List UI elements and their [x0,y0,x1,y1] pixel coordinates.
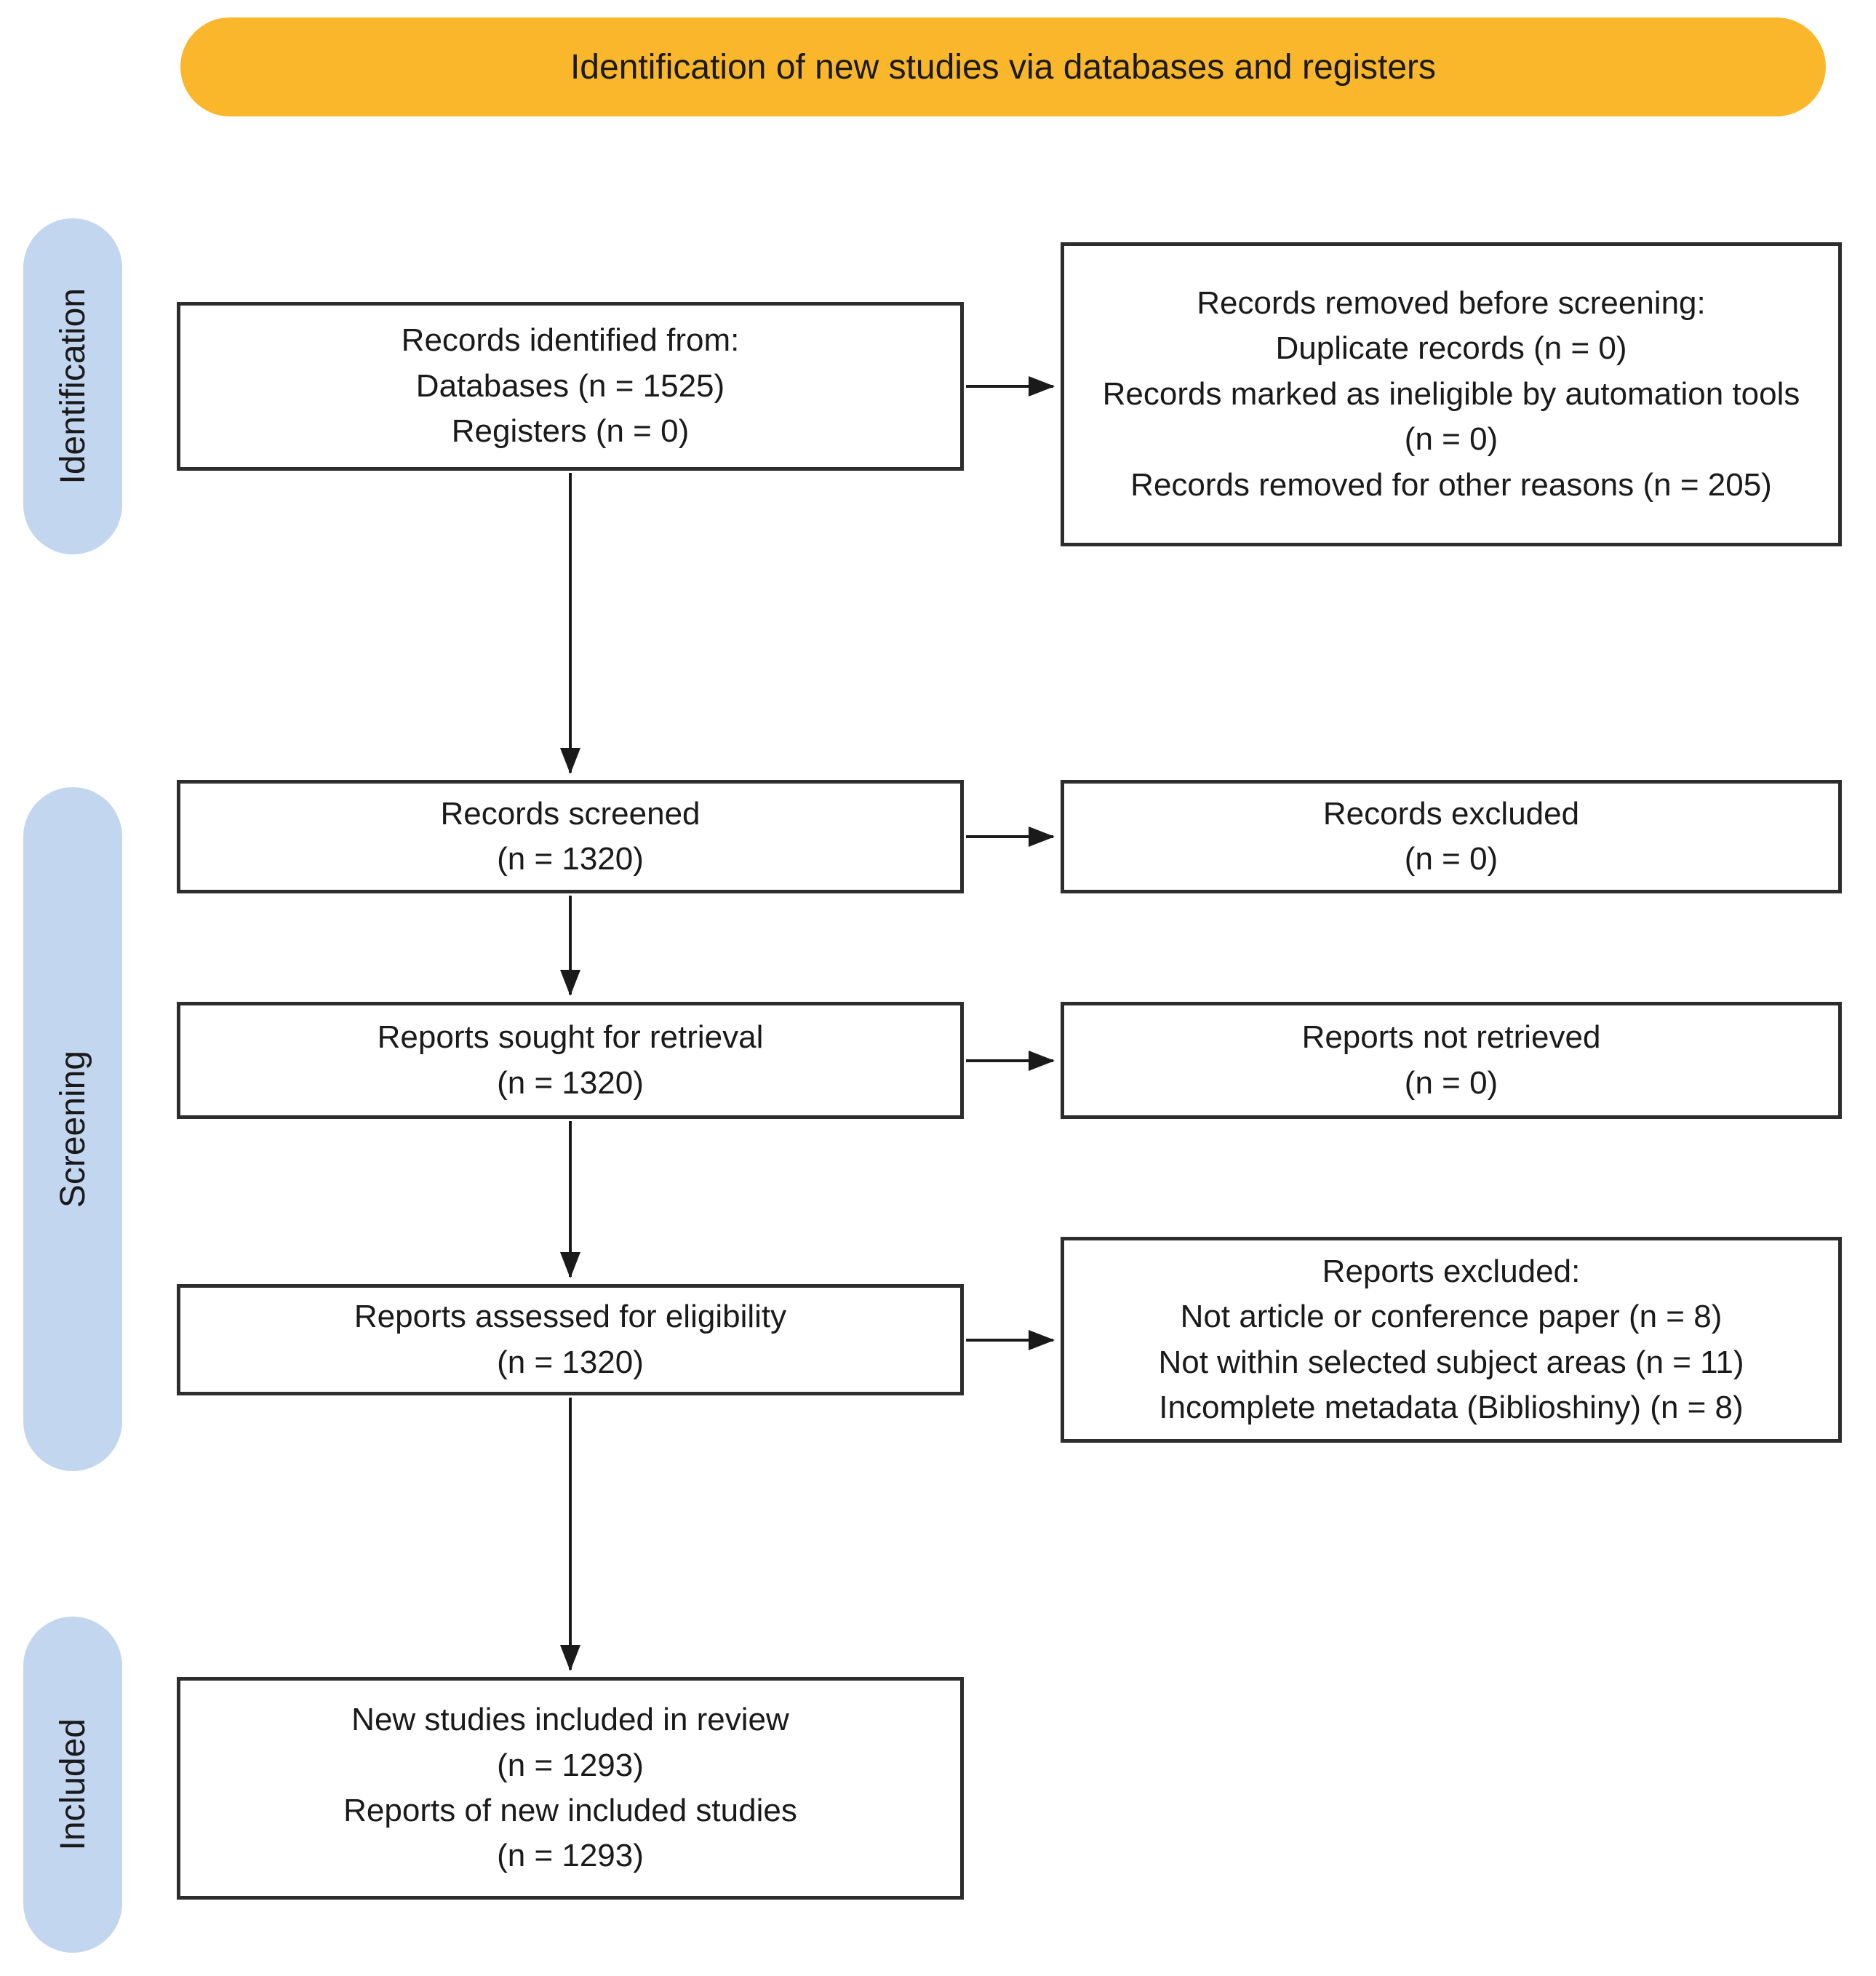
box-records-screened: Records screened (n = 1320) [177,780,964,893]
stage-label-included: Included [23,1617,122,1953]
box-line: Not within selected subject areas (n = 1… [1158,1344,1744,1380]
box-line: Records identified from: [401,322,740,359]
box-line: Reports assessed for eligibility [354,1299,787,1335]
box-line: Records removed before screening: [1197,284,1706,321]
box-line: Incomplete metadata (Biblioshiny) (n = 8… [1159,1389,1744,1425]
box-line: Reports of new included studies [343,1793,797,1828]
box-line: Not article or conference paper (n = 8) [1180,1299,1723,1335]
box-reports-sought: Reports sought for retrieval (n = 1320) [177,1002,964,1119]
box-line: Reports sought for retrieval [377,1019,764,1056]
box-line: (n = 0) [1404,841,1498,877]
stage-label-identification: Identification [23,218,122,554]
box-new-studies-included: New studies included in review (n = 1293… [177,1677,964,1900]
box-reports-excluded: Reports excluded: Not article or confere… [1061,1237,1842,1443]
box-records-excluded: Records excluded (n = 0) [1061,780,1842,893]
box-line: (n = 0) [1404,1064,1498,1101]
box-reports-not-retrieved: Reports not retrieved (n = 0) [1061,1002,1842,1119]
box-reports-assessed: Reports assessed for eligibility (n = 13… [177,1284,964,1395]
banner: Identification of new studies via databa… [180,17,1826,116]
box-line: Records removed for other reasons (n = 2… [1130,466,1772,503]
box-line: Duplicate records (n = 0) [1275,330,1627,367]
box-line: Reports not retrieved [1301,1019,1601,1056]
box-line: Records screened [440,795,700,832]
stage-label-screening: Screening [23,787,122,1471]
box-line: Registers (n = 0) [451,413,690,450]
box-line: (n = 1320) [497,1064,644,1101]
box-line: Records marked as ineligible by automati… [1102,375,1800,458]
box-line: Databases (n = 1525) [415,367,725,404]
box-line: (n = 1293) [497,1747,644,1783]
box-line: New studies included in review [351,1702,789,1738]
stage-label-identification-text: Identification [53,288,92,485]
box-line: Reports excluded: [1322,1253,1581,1289]
box-line: (n = 1320) [497,1344,644,1380]
box-line: Records excluded [1322,795,1580,832]
stage-label-screening-text: Screening [53,1050,92,1208]
banner-title: Identification of new studies via databa… [570,47,1437,87]
box-line: (n = 1293) [497,1838,644,1874]
box-records-removed: Records removed before screening: Duplic… [1061,242,1842,546]
box-records-identified: Records identified from: Databases (n = … [177,302,964,471]
stage-label-included-text: Included [53,1718,92,1851]
box-line: (n = 1320) [497,841,644,877]
